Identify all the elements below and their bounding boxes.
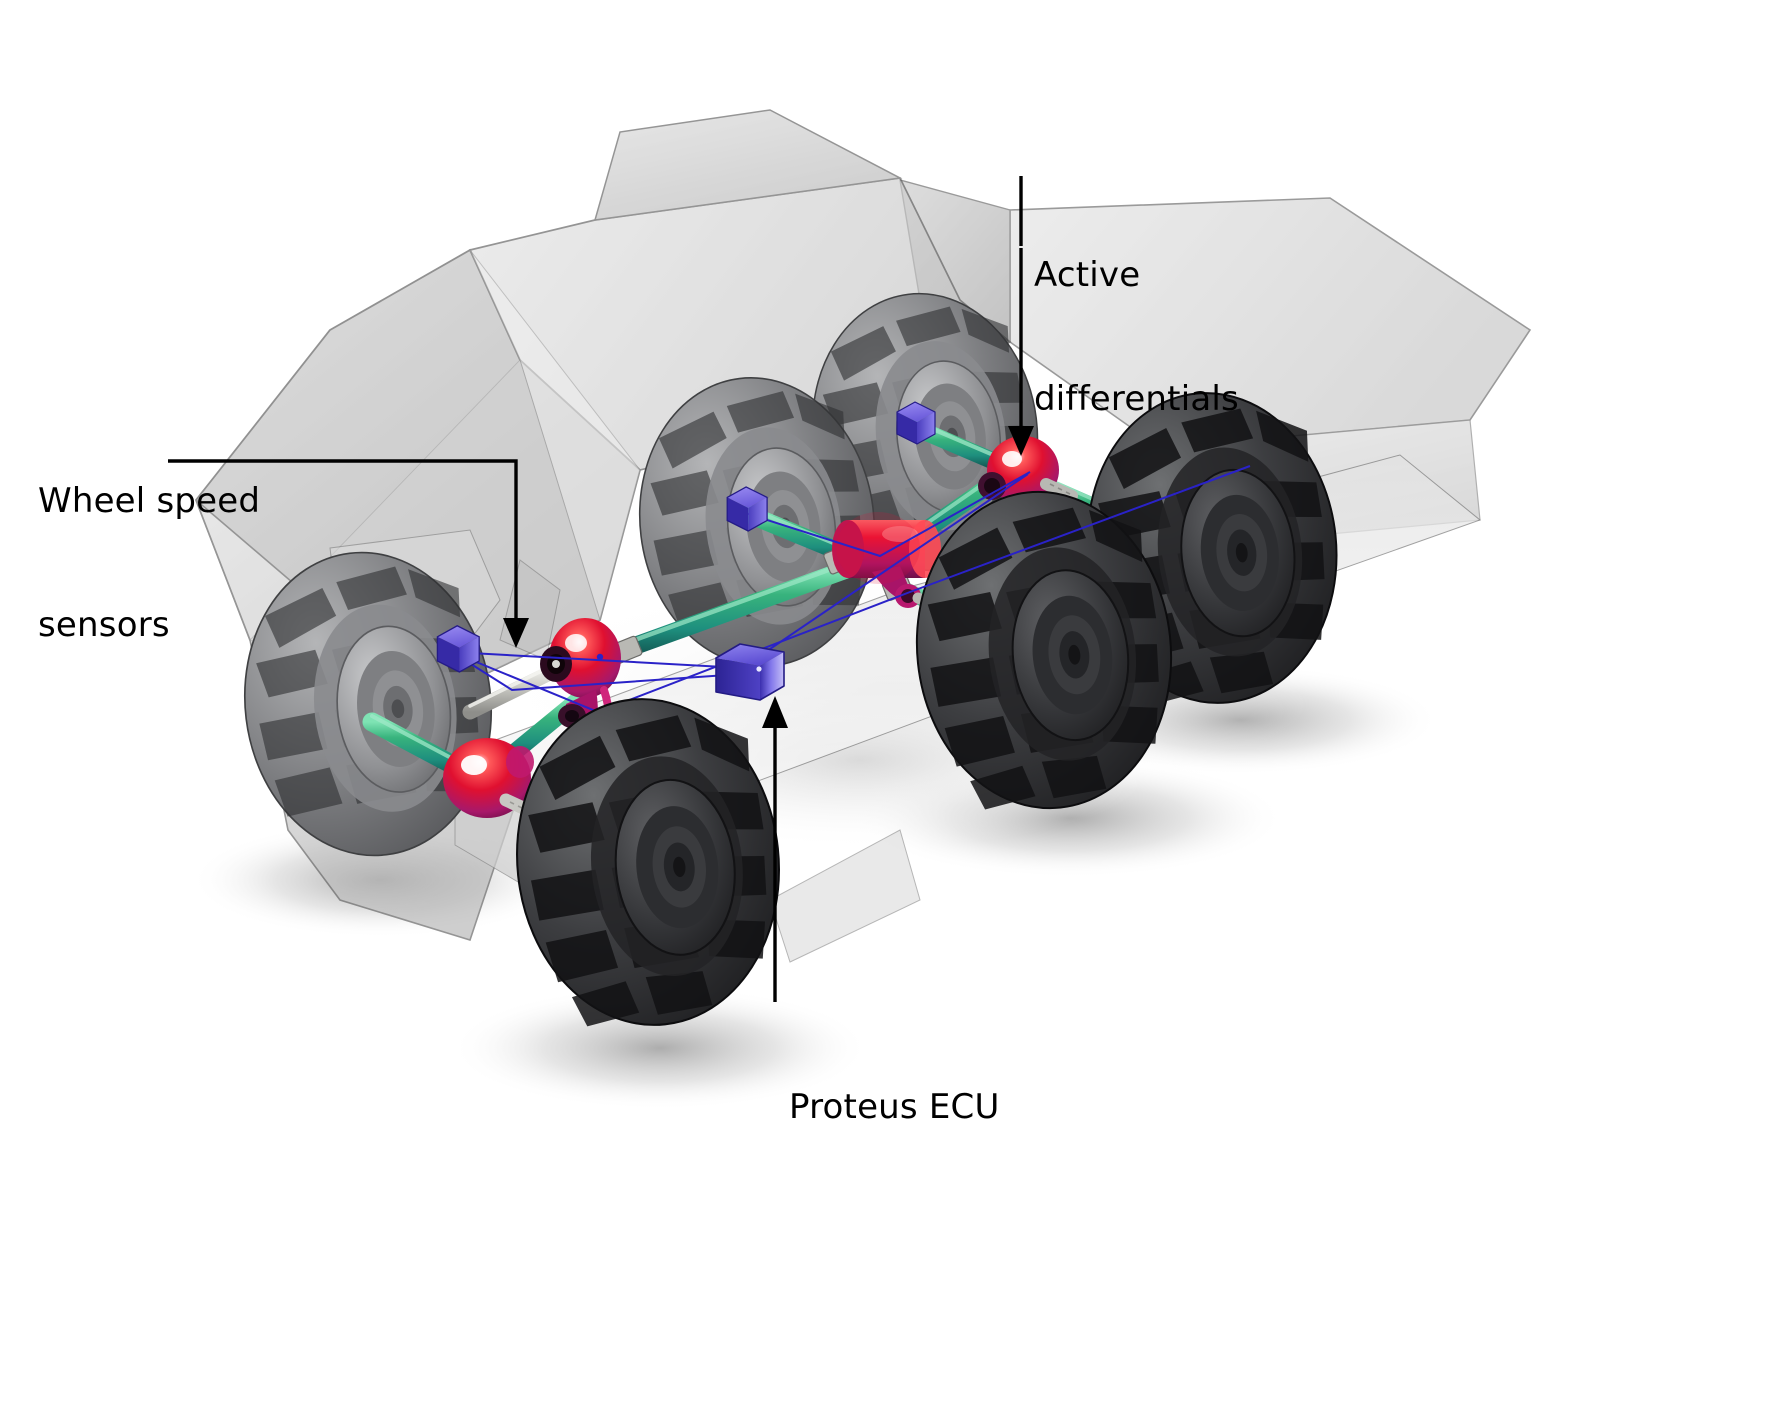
callout-proteus-ecu-line1: Proteus ECU — [789, 1086, 1000, 1127]
differential-front — [443, 738, 539, 819]
callout-leaders — [168, 176, 1034, 1002]
callout-wheel-speed-sensors-line1: Wheel speed — [38, 480, 261, 521]
differential-centre — [832, 512, 946, 614]
leader-active-differentials — [1008, 176, 1034, 456]
callout-active-differentials-line2: differentials — [1034, 379, 1239, 420]
callout-wheel-speed-sensors-line2: sensors — [38, 605, 170, 646]
leader-proteus-ecu — [762, 696, 788, 1002]
callout-proteus-ecu: Proteus ECU — [789, 1004, 1000, 1211]
callout-active-differentials: Active differentials — [1034, 172, 1239, 504]
callout-wheel-speed-sensors: Wheel speed sensors — [38, 398, 260, 730]
leader-wheel-speed-sensors — [168, 459, 529, 648]
propshaft-transfer-to-centre — [609, 561, 854, 661]
callout-active-differentials-line1: Active — [1034, 254, 1141, 295]
ecu-module — [715, 643, 785, 701]
